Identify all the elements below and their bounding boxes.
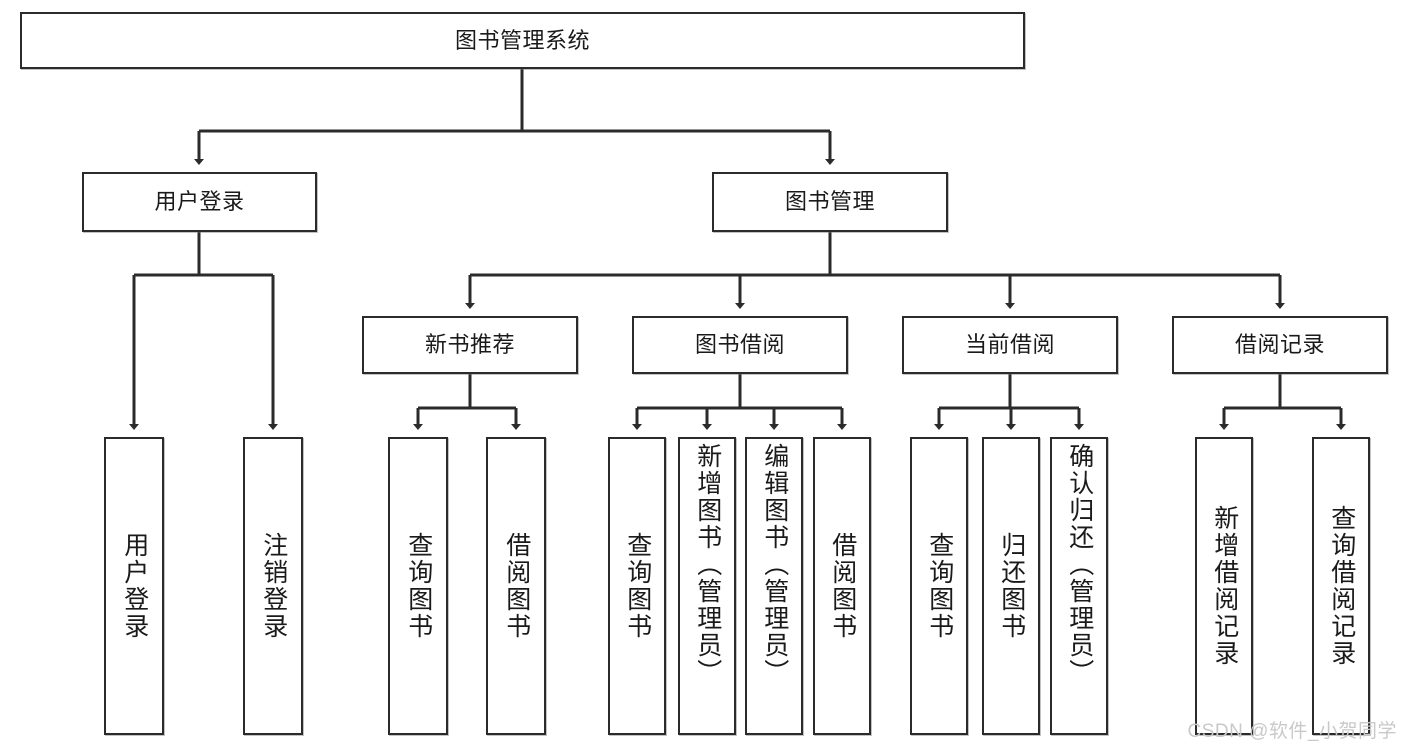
- node-book-manage[interactable]: 图书管理: [712, 172, 948, 232]
- node-book-borrow[interactable]: 图书借阅: [632, 316, 848, 374]
- node-root[interactable]: 图书管理系统: [20, 12, 1025, 69]
- node-current-borrow[interactable]: 当前借阅: [902, 316, 1118, 374]
- node-leaf-add-record[interactable]: 新增借阅记录: [1195, 437, 1253, 735]
- node-leaf-user-logout-label: 注销登录: [259, 532, 288, 640]
- node-leaf-query-book-2-label: 查询图书: [623, 532, 652, 640]
- node-leaf-query-book-2[interactable]: 查询图书: [608, 437, 666, 735]
- node-user-login-label: 用户登录: [154, 189, 245, 215]
- node-leaf-query-book-1-label: 查询图书: [404, 532, 433, 640]
- node-leaf-query-record[interactable]: 查询借阅记录: [1312, 437, 1370, 735]
- node-user-login[interactable]: 用户登录: [82, 172, 317, 232]
- node-book-borrow-label: 图书借阅: [694, 332, 785, 358]
- node-leaf-return-book-label: 归还图书: [997, 532, 1026, 640]
- node-leaf-borrow-book-2[interactable]: 借阅图书: [813, 437, 871, 735]
- node-borrow-record-label: 借阅记录: [1234, 332, 1325, 358]
- node-leaf-return-book[interactable]: 归还图书: [982, 437, 1040, 735]
- node-leaf-query-book-3-label: 查询图书: [925, 532, 954, 640]
- node-root-label: 图书管理系统: [454, 27, 590, 53]
- node-leaf-borrow-book-1-label: 借阅图书: [502, 532, 531, 640]
- node-book-manage-label: 图书管理: [784, 189, 875, 215]
- node-leaf-borrow-book-1[interactable]: 借阅图书: [486, 437, 546, 735]
- node-leaf-add-book-label: 新增图书（管理员）: [693, 443, 722, 686]
- node-new-book-rec-label: 新书推荐: [424, 332, 515, 358]
- node-leaf-user-login-label: 用户登录: [120, 532, 149, 640]
- node-current-borrow-label: 当前借阅: [964, 332, 1055, 358]
- node-leaf-edit-book-label: 编辑图书（管理员）: [760, 443, 789, 686]
- node-leaf-confirm-return[interactable]: 确认归还（管理员）: [1050, 437, 1108, 735]
- node-leaf-edit-book[interactable]: 编辑图书（管理员）: [745, 437, 803, 735]
- node-leaf-user-logout[interactable]: 注销登录: [243, 437, 303, 735]
- node-leaf-add-record-label: 新增借阅记录: [1210, 505, 1239, 667]
- node-leaf-query-record-label: 查询借阅记录: [1327, 505, 1356, 667]
- node-leaf-add-book[interactable]: 新增图书（管理员）: [678, 437, 736, 735]
- node-borrow-record[interactable]: 借阅记录: [1172, 316, 1388, 374]
- node-leaf-query-book-1[interactable]: 查询图书: [388, 437, 448, 735]
- node-leaf-confirm-return-label: 确认归还（管理员）: [1065, 443, 1094, 686]
- node-leaf-borrow-book-2-label: 借阅图书: [828, 532, 857, 640]
- node-new-book-rec[interactable]: 新书推荐: [362, 316, 578, 374]
- node-leaf-query-book-3[interactable]: 查询图书: [910, 437, 968, 735]
- node-leaf-user-login[interactable]: 用户登录: [104, 437, 164, 735]
- watermark-text: CSDN @软件_小贺同学: [1187, 721, 1397, 742]
